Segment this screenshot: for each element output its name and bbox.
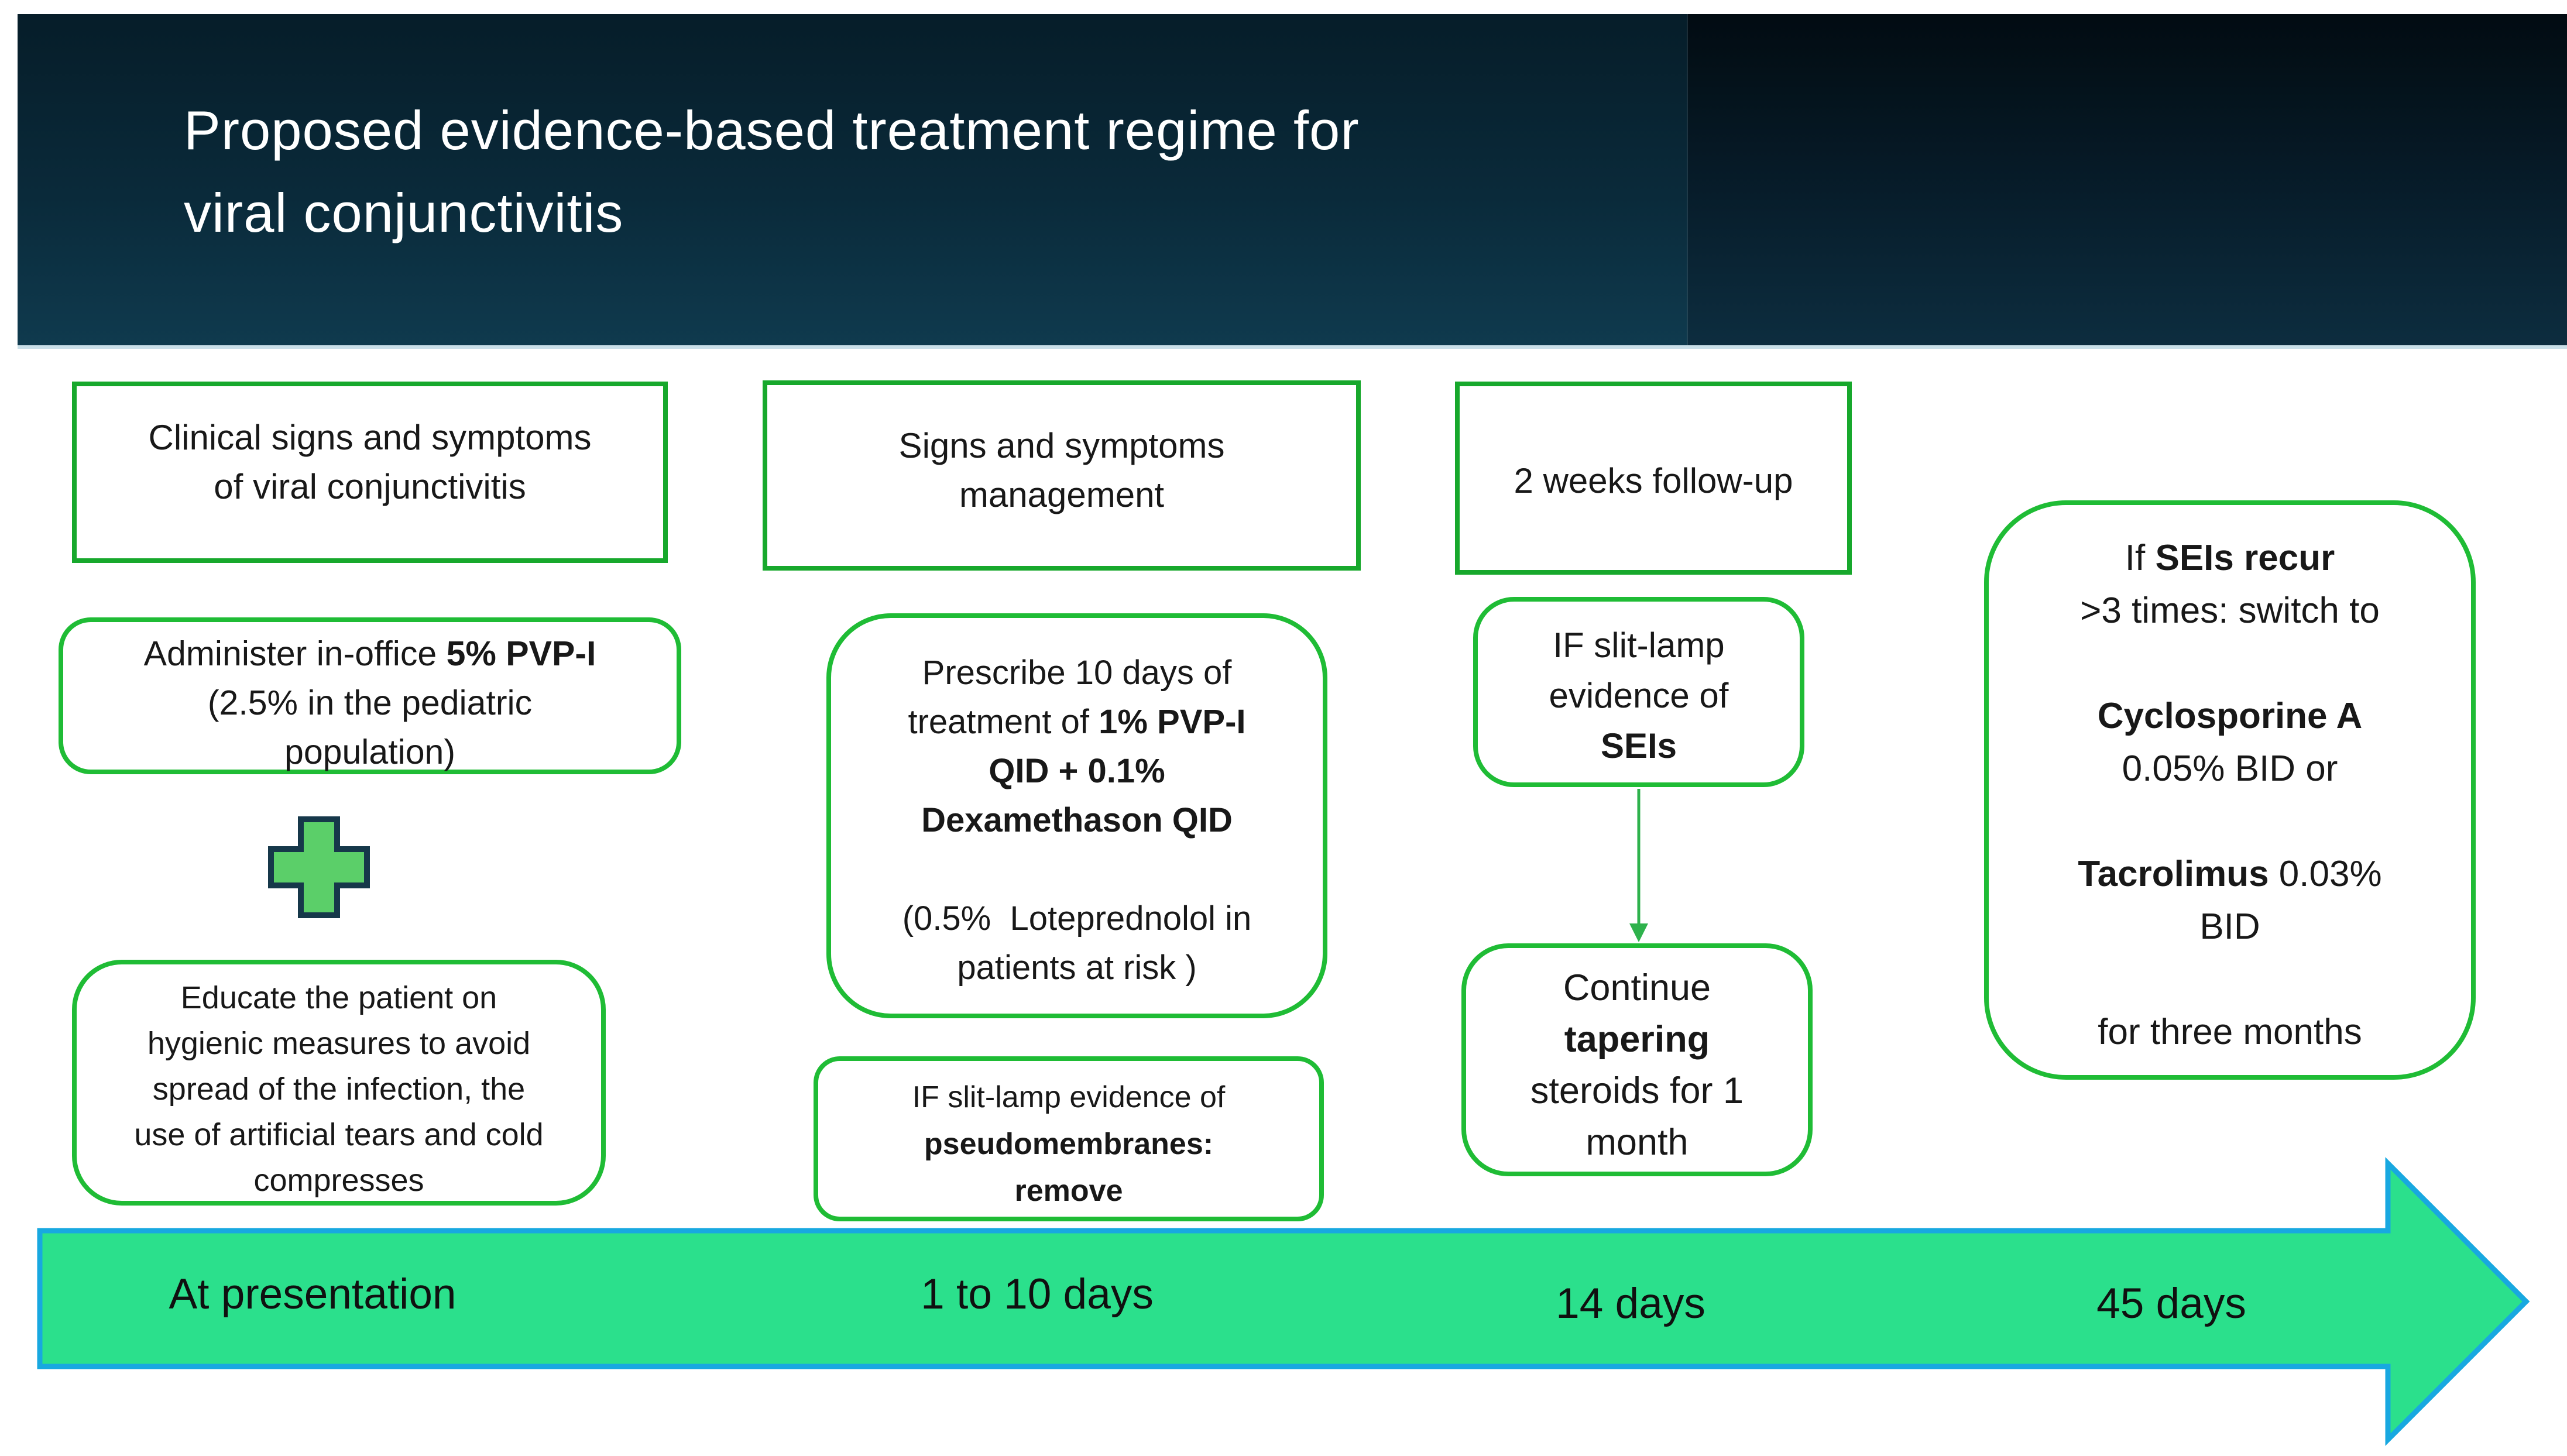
timeline-arrow-icon	[35, 1156, 2534, 1451]
timeline-label-14-days: 14 days	[1556, 1280, 1705, 1327]
title-banner: Proposed evidence-based treatment regime…	[18, 14, 2567, 349]
timeline-label-1-to-10-days: 1 to 10 days	[921, 1270, 1154, 1318]
box-administer-pvpi: Administer in-office 5% PVP-I(2.5% in th…	[59, 617, 681, 774]
box-two-weeks-followup: 2 weeks follow-up	[1455, 382, 1852, 575]
timeline-label-at-presentation: At presentation	[169, 1270, 457, 1318]
plus-icon	[266, 815, 372, 920]
banner-shade	[1687, 14, 2567, 345]
page-title: Proposed evidence-based treatment regime…	[184, 99, 1360, 243]
down-arrow-icon	[1621, 789, 1656, 945]
timeline-label-45-days: 45 days	[2096, 1280, 2246, 1327]
box-seis-recur: If SEIs recur>3 times: switch to Cyclosp…	[1984, 500, 2476, 1080]
